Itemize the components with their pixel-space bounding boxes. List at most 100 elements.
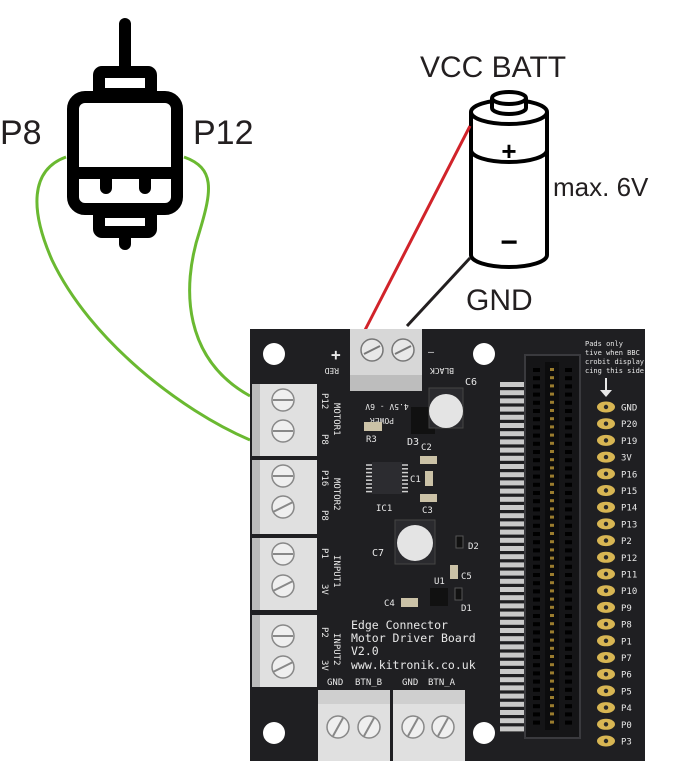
slot-pin [565,441,572,446]
power-terminal[interactable] [350,329,422,391]
slot-pin [550,548,554,552]
breakout-pad-label: P20 [621,420,637,430]
slot-pin [533,556,540,561]
slot-pin [565,458,572,463]
edge-connector-slot[interactable] [524,354,581,739]
board-title-line2: Motor Driver Board [351,631,476,645]
slot-pin [550,581,554,585]
btn-b-terminal[interactable] [318,690,390,761]
breakout-pad[interactable]: P6 [597,668,632,681]
breakout-pad[interactable]: P7 [597,652,632,664]
edge-contact [500,554,524,560]
c6-capacitor [429,394,463,428]
slot-pin [550,712,554,716]
slot-pin [565,696,572,700]
edge-contact [500,611,524,617]
slot-pin [533,482,540,487]
slot-pin [565,400,572,405]
edge-contact [500,390,524,396]
u1-silk: U1 [434,577,445,587]
c3-capacitor [420,494,437,502]
breakout-pad[interactable]: P1 [597,635,632,647]
slot-pin [533,679,540,684]
breakout-pad[interactable]: GND [597,401,637,414]
input2-terminal[interactable] [252,615,317,687]
slot-pin [550,392,554,396]
slot-pin [550,630,554,634]
edge-contact [500,578,524,584]
breakout-pad[interactable]: P12 [597,551,637,564]
breakout-pad-label: P2 [621,537,632,547]
slot-pin [550,622,554,626]
breakout-pad[interactable]: P10 [597,585,637,597]
slot-pin [533,704,540,709]
slot-pin [550,540,554,544]
slot-pin [550,417,554,421]
d2-silk: D2 [468,542,479,552]
slot-pin [550,679,554,683]
breakout-pad[interactable]: P3 [597,735,632,748]
slot-pin [565,564,572,569]
edge-contact [500,537,524,543]
motor2-terminal[interactable] [252,460,317,534]
slot-pin [550,646,554,650]
breakout-pad[interactable]: P11 [597,568,637,581]
btn-a-terminal[interactable] [393,690,465,761]
slot-pin [550,532,554,535]
slot-pin [533,474,540,479]
breakout-pad[interactable]: P5 [597,685,632,697]
bottom-terminal-label: GND [327,678,343,688]
motor1-silk: MOTOR1 [331,403,341,436]
breakout-pad[interactable]: P14 [597,501,637,514]
breakout-pad[interactable]: P4 [597,702,632,714]
slot-pin [533,441,540,446]
motor1-terminal[interactable] [252,384,317,456]
bottom-terminal-label: GND [402,678,418,688]
c5-silk: C5 [461,572,472,582]
edge-contact [500,628,524,633]
pads-note-line: tive when BBC [585,349,640,357]
breakout-pad[interactable]: P13 [597,518,637,530]
gnd-wire [405,256,472,328]
d1-silk: D1 [461,604,472,614]
c2-silk: C2 [421,443,432,453]
slot-pin [533,638,540,643]
pads-note-line: cing this side [585,367,644,375]
battery-gnd-label: GND [466,284,533,317]
slot-pin [533,655,540,659]
power-plus-silk: + [331,345,341,364]
input1-terminal[interactable] [252,538,317,610]
breakout-pad[interactable]: P15 [597,485,637,497]
breakout-pad[interactable]: P0 [597,718,632,731]
board-version: V2.0 [351,644,379,658]
slot-pin [550,441,554,445]
breakout-pad[interactable]: P19 [597,434,637,447]
slot-pin [550,433,554,437]
breakout-pad-label: P8 [621,621,632,631]
motor1-pin-b-silk: P8 [319,434,329,445]
edge-contact [500,439,524,445]
breakout-pad[interactable]: 3V [597,451,632,464]
edge-contact [500,406,524,412]
u1-regulator [430,588,448,606]
slot-pin [565,482,572,487]
breakout-pad[interactable]: P16 [597,468,637,480]
breakout-pad[interactable]: P20 [597,418,637,430]
slot-pin [550,466,554,470]
slot-pin [550,638,554,642]
edge-contact [500,644,524,650]
slot-pin [550,597,554,601]
motor-driver-board: + RED — BLACK 4.5V - 6V POWER P12 P8 MOT… [250,329,645,761]
bottom-terminal-label: BTN_B [355,678,382,688]
breakout-pad-label: P9 [621,604,632,614]
breakout-pad[interactable]: P2 [597,535,632,547]
breakout-pad[interactable]: P8 [597,618,632,631]
breakout-pad[interactable]: P9 [597,601,632,614]
breakout-pad-label: P4 [621,704,632,714]
slot-pin [550,507,554,511]
edge-contact [500,431,524,437]
slot-pin [533,540,540,545]
slot-pin [533,433,540,438]
c3-silk: C3 [422,506,433,516]
